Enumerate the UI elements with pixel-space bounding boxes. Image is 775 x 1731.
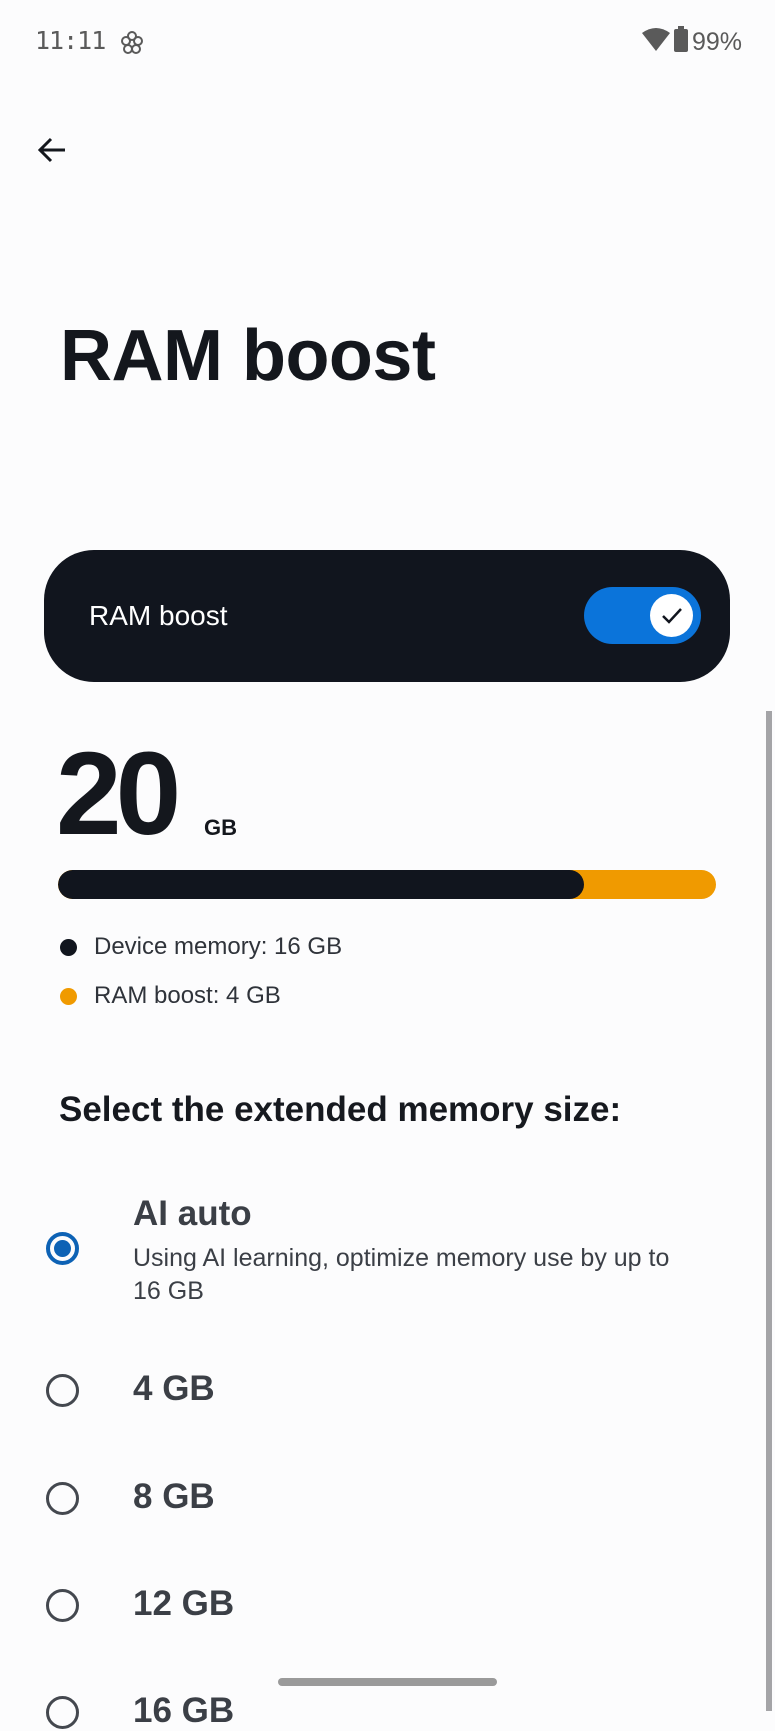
status-right: 99% (641, 26, 742, 59)
radio-unselected[interactable] (46, 1374, 79, 1407)
option-label: 8 GB (133, 1477, 215, 1516)
option-label: AI auto (133, 1194, 252, 1233)
radio-selected[interactable] (46, 1232, 79, 1265)
option-label: 16 GB (133, 1691, 235, 1730)
back-button[interactable] (36, 134, 68, 171)
page-title: RAM boost (60, 316, 436, 396)
legend-dot-orange (60, 987, 77, 1005)
option-ai-auto[interactable]: AI auto (46, 1194, 252, 1265)
ram-boost-label: RAM boost (89, 600, 228, 631)
memory-bar (58, 870, 716, 899)
legend-label: RAM boost: 4 GB (94, 982, 281, 1009)
scrollbar[interactable] (766, 711, 772, 1711)
toggle-knob (650, 594, 693, 637)
option-16gb[interactable]: 16 GB (46, 1691, 234, 1730)
device-memory-fill (58, 870, 585, 899)
wifi-icon (641, 27, 670, 58)
option-label: 12 GB (133, 1584, 235, 1623)
radio-unselected[interactable] (46, 1696, 79, 1729)
gesture-nav-handle[interactable] (278, 1678, 497, 1686)
ram-boost-card: RAM boost (44, 550, 730, 682)
total-memory-unit: GB (204, 815, 237, 840)
legend-device-memory: Device memory: 16 GB (58, 933, 342, 961)
settings-flower-icon (120, 30, 144, 61)
legend-ram-boost: RAM boost: 4 GB (58, 982, 281, 1010)
ram-boost-toggle[interactable] (584, 587, 701, 644)
option-4gb[interactable]: 4 GB (46, 1369, 215, 1408)
radio-unselected[interactable] (46, 1482, 79, 1515)
battery-percent: 99% (691, 28, 742, 56)
total-memory-value: 20 (56, 728, 181, 860)
legend-dot-dark (60, 938, 77, 956)
option-description: Using AI learning, optimize memory use b… (133, 1244, 670, 1305)
legend-label: Device memory: 16 GB (94, 933, 343, 960)
option-label: 4 GB (133, 1369, 215, 1408)
status-time: 11:11 (35, 26, 106, 55)
section-heading: Select the extended memory size: (59, 1090, 622, 1129)
option-8gb[interactable]: 8 GB (46, 1477, 215, 1516)
arrow-left-icon (37, 137, 65, 163)
check-icon (661, 607, 682, 624)
option-12gb[interactable]: 12 GB (46, 1584, 234, 1623)
radio-unselected[interactable] (46, 1589, 79, 1622)
battery-icon (673, 26, 688, 59)
